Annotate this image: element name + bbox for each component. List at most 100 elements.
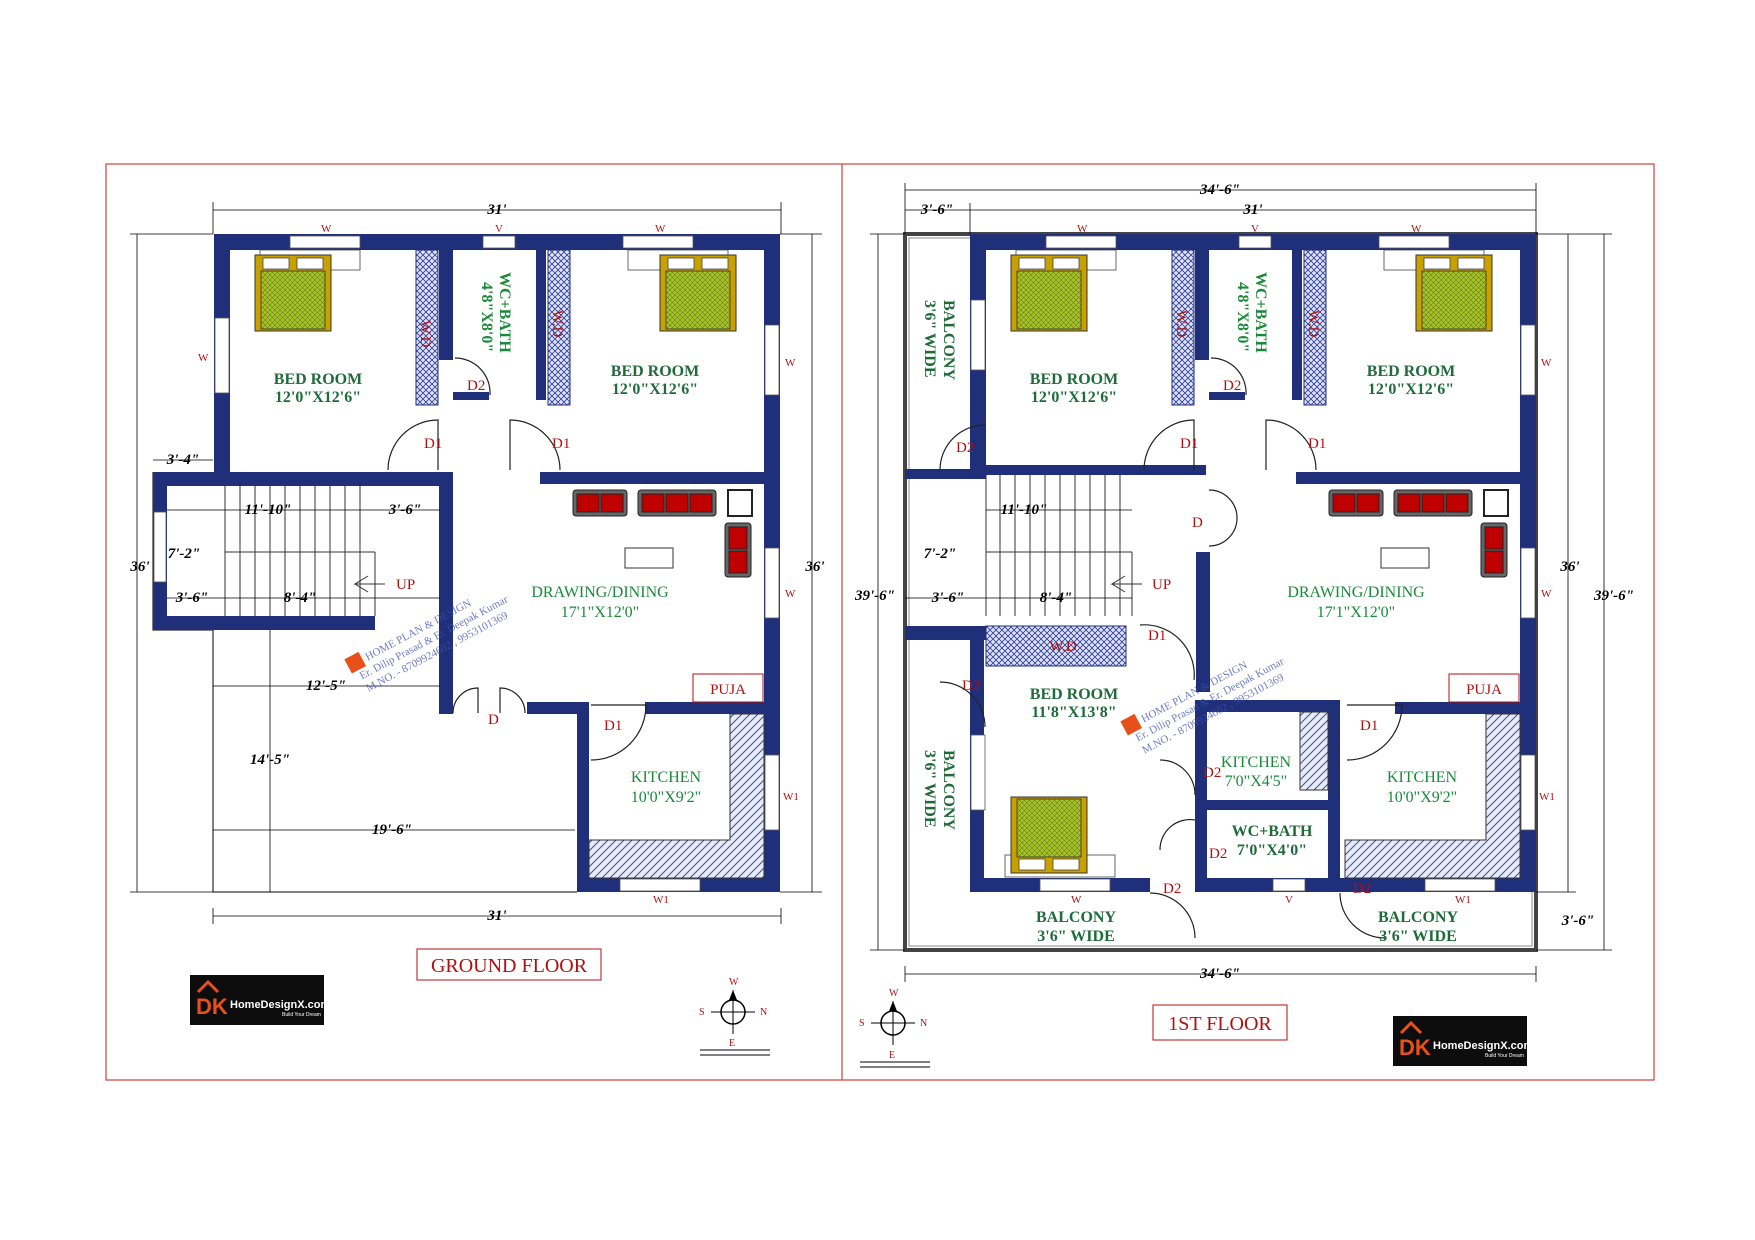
door-d2-balcony: D2: [956, 440, 974, 456]
window-w1-a: W1: [783, 791, 799, 803]
kitchen2-counter: [1299, 711, 1329, 791]
dim-stair-b-first: 8'-4": [1040, 590, 1073, 606]
f-bed3-size: 11'8"X13'8": [1031, 704, 1116, 721]
door-d-first: D: [1192, 515, 1203, 531]
f-wc-name: WC+BATH: [1252, 272, 1269, 353]
logo-mark-first: DK: [1399, 1035, 1431, 1060]
f-bed3-name: BED ROOM: [1030, 686, 1118, 703]
wd-label-left: W.D: [417, 320, 433, 348]
ground-floor-plan: W.D W.D: [129, 202, 825, 1056]
compass-n: N: [760, 1007, 767, 1018]
balcony3-size: 3'6" WIDE: [1037, 928, 1115, 945]
window-w1-f2: W1: [1455, 894, 1471, 906]
window-w-f3: W: [1541, 357, 1552, 369]
logo-first: DK HomeDesignX.com Build Your Dream: [1393, 1016, 1533, 1066]
balcony3-name: BALCONY: [1036, 909, 1116, 926]
dim-right-inner: 36': [1559, 559, 1579, 575]
kitchen2-name: KITCHEN: [1221, 754, 1292, 771]
drawing-name: DRAWING/DINING: [531, 584, 669, 601]
compass-ground: W N S E: [699, 977, 770, 1056]
logo-ground: DK HomeDesignX.com Build Your Dream: [190, 975, 330, 1025]
compass-f-n: N: [920, 1018, 927, 1029]
dim-top: 31': [486, 202, 506, 218]
dim-stair-a-first: 3'-6": [931, 590, 965, 606]
window-w-f4: W: [1541, 588, 1552, 600]
bed-2: [1415, 254, 1493, 332]
side-table: [727, 489, 753, 517]
bed1-name: BED ROOM: [274, 371, 362, 388]
door-d2: D2: [467, 378, 485, 394]
f-bed1-name: BED ROOM: [1030, 371, 1118, 388]
sofa-large: [637, 489, 717, 517]
dining-table-first: [1380, 547, 1430, 569]
door-d1-kitchen-first: D1: [1360, 718, 1378, 734]
window-w-5: W: [785, 588, 796, 600]
f-drawing-name: DRAWING/DINING: [1287, 584, 1425, 601]
staircase: [224, 486, 385, 616]
wd-label-1: W.D: [1173, 310, 1189, 338]
door-d1-bed3: D1: [1148, 628, 1166, 644]
puja-label: PUJA: [710, 682, 746, 698]
compass-w: W: [729, 977, 739, 988]
window-w-4: W: [785, 357, 796, 369]
dim-left: 36': [129, 559, 149, 575]
sofa-side: [724, 522, 752, 578]
f-kitchen-size: 10'0"X9'2": [1387, 789, 1457, 806]
dim-balcony-depth: 3'-6": [1561, 913, 1595, 929]
logo-brand-first: HomeDesignX.com: [1433, 1040, 1533, 1052]
dim-left-first: 39'-6": [854, 588, 895, 604]
dim-setback: 3'-4": [166, 452, 200, 468]
door-d2-wc2: D2: [1209, 846, 1227, 862]
kitchen2-size: 7'0"X4'5": [1225, 773, 1287, 790]
door-d2-balcony3: D2: [1353, 881, 1371, 897]
dim-parking-depth: 14'-5": [250, 752, 290, 768]
wc-name: WC+BATH: [496, 272, 513, 353]
wc2-name: WC+BATH: [1232, 823, 1313, 840]
drawing-size: 17'1"X12'0": [561, 604, 639, 621]
bed-left: [254, 254, 332, 332]
balcony1-size: 3'6" WIDE: [921, 300, 938, 378]
bed-right: [659, 254, 737, 332]
wardrobe-2: [1303, 249, 1327, 406]
window-openings-first: [970, 235, 1536, 892]
dim-stair-b: 8'-4": [284, 590, 317, 606]
puja-box-first: [1448, 673, 1520, 703]
f-bed2-name: BED ROOM: [1367, 363, 1455, 380]
sofa-large-first: [1393, 489, 1473, 517]
logo-mark: DK: [196, 994, 228, 1019]
wd-label-3: W.D: [1049, 639, 1077, 655]
dim-parking-length: 19'-6": [372, 822, 412, 838]
puja-box: [692, 673, 764, 703]
wc-size: 4'8"X8'0": [478, 282, 495, 352]
sofa-small-first: [1328, 489, 1384, 517]
window-v-f: V: [1251, 223, 1259, 235]
f-bed1-size: 12'0"X12'6": [1031, 389, 1117, 406]
compass-f-s: S: [859, 1018, 865, 1029]
bed2-name: BED ROOM: [611, 363, 699, 380]
window-w-f2: W: [1411, 223, 1422, 235]
puja-label-first: PUJA: [1466, 682, 1502, 698]
compass-e: E: [729, 1038, 735, 1049]
first-floor-plan: W.D W.D W.D: [854, 182, 1634, 1068]
dim-parking-width: 12'-5": [306, 678, 346, 694]
window-w1-f1: W1: [1539, 791, 1555, 803]
bed-1: [1010, 254, 1088, 332]
dim-bottom: 31': [486, 908, 506, 924]
balcony4-size: 3'6" WIDE: [1379, 928, 1457, 945]
sofa-side-first: [1480, 522, 1508, 578]
dim-stair-width: 11'-10": [245, 502, 292, 518]
kitchen-size: 10'0"X9'2": [631, 789, 701, 806]
door-d1-bed1: D1: [1180, 436, 1198, 452]
side-table-first: [1483, 489, 1509, 517]
f-drawing-size: 17'1"X12'0": [1317, 604, 1395, 621]
window-v: V: [495, 223, 503, 235]
door-swings-first: [939, 357, 1403, 939]
ground-floor-title: GROUND FLOOR: [431, 955, 588, 977]
door-d1-a: D1: [424, 436, 442, 452]
walls: [153, 234, 780, 892]
wm-line2: Er. Dilip Prasad & Er. Deepak Kumar: [358, 593, 511, 682]
kitchen-counter-first: [1344, 713, 1521, 879]
dim-top-total: 34'-6": [1199, 182, 1240, 198]
dim-bottom-first: 34'-6": [1199, 966, 1240, 982]
parking-outline: [152, 472, 577, 893]
